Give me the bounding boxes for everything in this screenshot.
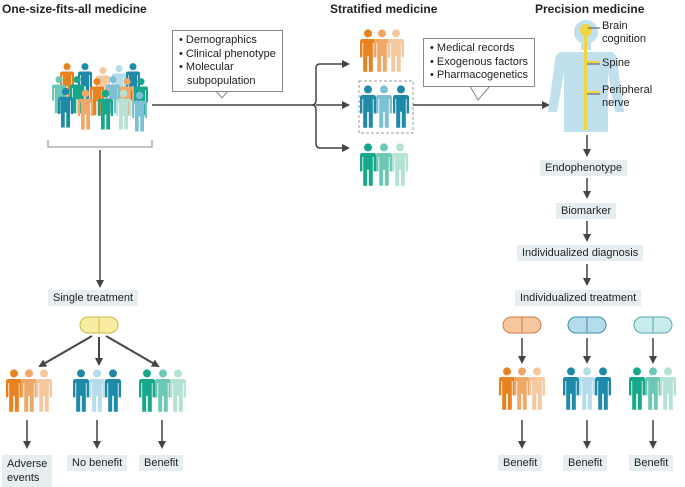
title-one-size-fits-all: One-size-fits-all medicine [2,2,147,16]
callout-stratified-factors: • Demographics • Clinical phenotype • Mo… [172,30,283,92]
human-body-icon [548,20,624,132]
title-stratified-medicine: Stratified medicine [330,2,438,16]
title-precision-medicine: Precision medicine [535,2,645,16]
precision-outcome-benefit-1: Benefit [498,455,543,471]
precision-group-teal-icon [629,367,676,410]
callout-pointer-precision [469,85,491,101]
label-spine: Spine [602,57,631,69]
step-biomarker: Biomarker [556,203,617,219]
precision-group-blue-icon [563,367,611,410]
stratified-group-teal-icon [360,143,408,186]
callout-item-exogenous-factors: • Exogenous factors [430,55,529,68]
step-endophenotype: Endophenotype [540,160,628,176]
precision-outcome-benefit-3: Benefit [629,455,674,471]
callout-precision-factors: • Medical records • Exogenous factors • … [423,38,536,87]
arrow-to-group-teal [311,104,350,152]
precision-outcome-benefit-2: Benefit [563,455,608,471]
single-treatment-label: Single treatment [48,290,139,306]
outcome-benefit: Benefit [139,455,184,471]
pill-blue-icon [567,316,607,334]
single-treatment-pill-icon [79,316,119,334]
callout-item-clinical-phenotype: • Clinical phenotype [179,47,276,60]
outcome-group-teal-icon [139,369,186,412]
pill-teal-icon [633,316,673,334]
outcome-group-blue-icon [73,369,121,412]
callout-item-demographics: • Demographics [179,34,257,46]
callout-item-molecular: • Molecular [179,61,234,73]
outcome-no-benefit: No benefit [67,455,128,471]
step-individualized-treatment: Individualized treatment [515,290,642,306]
callout-item-pharmacogenetics: • Pharmacogenetics [430,69,529,81]
arrow-to-benefit-group [105,335,160,367]
outcome-group-orange-icon [6,369,52,412]
arrow-to-adverse-group [38,335,93,367]
precision-group-orange-icon [499,367,545,410]
stratified-group-blue-icon [360,85,409,128]
selected-group-outline [358,80,414,134]
crowd-bracket [47,140,153,148]
pill-orange-icon [502,316,542,334]
population-crowd-icon [52,63,148,132]
step-individualized-diagnosis: Individualized diagnosis [517,245,644,261]
callout-item-subpopulation: subpopulation [187,74,256,87]
arrow-to-group-orange [311,60,350,106]
stratified-group-orange-icon [360,29,404,72]
callout-item-medical-records: • Medical records [430,42,515,54]
